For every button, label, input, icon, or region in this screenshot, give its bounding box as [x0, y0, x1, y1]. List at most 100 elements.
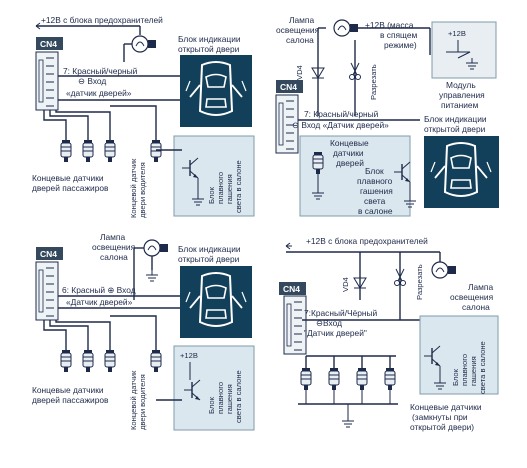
dimmer-label-3: гашения [225, 384, 234, 414]
sensor-label: "Датчик дверей" [304, 328, 367, 338]
lamp-icon [333, 19, 359, 37]
wire-label: 7: Красный/черный [63, 66, 138, 76]
door-indicator-block [424, 136, 499, 208]
lamp-label-3: салона [462, 302, 490, 312]
vd-label: VD4 [341, 277, 350, 292]
power-label: +12В с блока предохранителей [306, 236, 428, 246]
dimmer-label-2: плавного [216, 172, 225, 204]
connector-tag: CN4 [40, 249, 57, 259]
switch-label-2: датчики [333, 148, 364, 158]
switch-label-1: Концевые [330, 138, 369, 148]
dimmer-label-3: гашения [360, 186, 393, 196]
dimmer-label-1: Блок [207, 396, 216, 414]
power-label-2: в спящем [380, 30, 417, 40]
vd-label: VD4 [295, 65, 304, 80]
cut-label: Разрезать [415, 264, 424, 300]
driver-label-1: Концевой датчик [129, 158, 138, 218]
door-switch-icon [82, 139, 94, 163]
passenger-label-1: Концевые датчики [32, 385, 104, 395]
connector-cn4 [283, 295, 307, 355]
passenger-label-1: Концевые датчики [32, 173, 104, 183]
door-switch-icon [150, 139, 162, 163]
lamp-label-3: салона [286, 35, 314, 45]
driver-label-2: двери водителя [138, 374, 147, 430]
dimmer-block [173, 135, 255, 217]
dimmer-label-1: Блок [207, 186, 216, 204]
power-label: +12В (масса [365, 20, 414, 30]
plus12-label: +12В [180, 351, 198, 360]
input-label: ⊖Вход [316, 318, 342, 328]
dimmer-label-5: в салоне [358, 206, 393, 216]
wire-label: 6: Красный ⊕ Вход [62, 285, 136, 295]
switches-label-1: Концевые датчики [410, 402, 482, 412]
connector-tag: CN4 [283, 284, 300, 294]
lamp-label-2: освещения [276, 25, 319, 35]
indicator-label-1: Блок индикации [178, 34, 241, 44]
door-switch-icon [328, 367, 340, 391]
door-switch-icon [300, 367, 312, 391]
dimmer-label-2: плавного [460, 354, 469, 386]
dimmer-label-4: света в салоне [234, 160, 243, 213]
dimmer-block [173, 345, 255, 431]
door-switch-icon [60, 139, 72, 163]
switches-label-2: (замкнуты при [412, 412, 468, 422]
input-label: ⊖ Вход [78, 76, 106, 86]
dimmer-label-2: плавного [216, 382, 225, 414]
lamp-label-2: освещения [450, 292, 493, 302]
sensor-label: «датчик дверей» [66, 88, 132, 98]
indicator-label-2: открытой двери [424, 124, 486, 134]
power-label-3: режиме) [384, 40, 417, 50]
switches-label-3: открытой двери) [410, 422, 474, 432]
module-label-2: управления [439, 90, 485, 100]
diagram-top-right: Лампа освещения салона +12В (масса в спя… [275, 15, 499, 217]
door-switch-icon [150, 349, 162, 373]
input-label: ⊖ Вход «Датчик дверей» [292, 120, 389, 130]
driver-label-1: Концевой датчик [129, 370, 138, 430]
wire-label: 7: Красный/черный [304, 109, 379, 119]
connector-tag: CN4 [280, 82, 297, 92]
module-label-3: питанием [441, 100, 479, 110]
dimmer-label-1: Блок [365, 166, 384, 176]
switch-label-3: дверей [336, 158, 364, 168]
connector-cn4 [35, 261, 59, 321]
cut-label: Разрезать [369, 64, 378, 100]
door-switch-icon [60, 349, 72, 373]
door-indicator-block [180, 266, 252, 338]
sensor-label: «Датчик дверей» [66, 297, 133, 307]
power-module-block [431, 21, 497, 79]
diagram-top-left: +12В с блока предохранителей CN4 7: Крас… [32, 15, 255, 218]
arrow-icon [285, 242, 292, 250]
lamp-icon [143, 239, 169, 257]
door-switch-icon [356, 367, 368, 391]
lamp-label-1: Лампа [468, 282, 493, 292]
lamp-label-1: Лампа [289, 15, 314, 25]
lamp-label-2: освещения [92, 242, 135, 252]
dimmer-label-4: света [364, 196, 386, 206]
door-switch-icon [82, 349, 94, 373]
dimmer-label-4: света в салоне [478, 341, 487, 394]
ground-icon [341, 415, 355, 428]
door-switch-icon [104, 139, 116, 163]
wire-label: 7:Красный/Чёрный [304, 308, 378, 318]
lamp-icon [431, 261, 457, 279]
door-indicator-block [180, 55, 252, 127]
passenger-label-2: дверей пассажиров [32, 395, 109, 405]
driver-label-2: двери водителя [138, 162, 147, 218]
power-label: +12В с блока предохранителей [41, 15, 163, 25]
plus12-label: +12В [448, 29, 466, 38]
indicator-label-1: Блок индикации [178, 244, 241, 254]
door-switch-icon [104, 349, 116, 373]
diode-icon [311, 67, 325, 79]
indicator-label-2: открытой двери [178, 254, 240, 264]
dimmer-label-4: света в салоне [234, 370, 243, 423]
lamp-label-1: Лампа [100, 232, 125, 242]
indicator-label-1: Блок индикации [424, 114, 487, 124]
diagram-bottom-left: Лампа освещения салона CN4 6: Красный ⊕ … [32, 232, 255, 431]
diode-icon [353, 277, 367, 289]
indicator-label-2: открытой двери [178, 44, 240, 54]
passenger-label-2: дверей пассажиров [32, 183, 109, 193]
module-label-1: Модуль [446, 80, 476, 90]
lamp-icon [131, 35, 157, 53]
dimmer-label-1: Блок [451, 368, 460, 386]
diagram-bottom-right: +12В с блока предохранителей Лампа освещ… [279, 236, 499, 432]
